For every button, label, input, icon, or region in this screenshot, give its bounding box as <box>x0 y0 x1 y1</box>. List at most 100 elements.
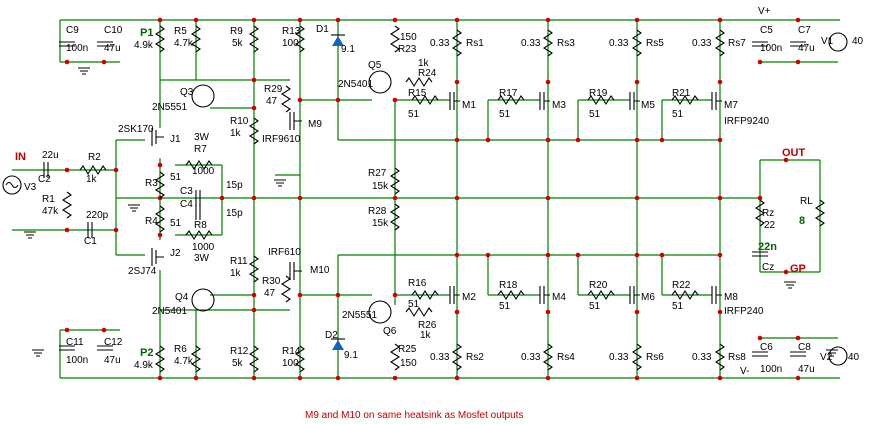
q4-type: 2N5401 <box>152 306 187 317</box>
r14-value: 100 <box>282 358 299 369</box>
v-plus-label: V+ <box>758 6 771 17</box>
d2-value: 9.1 <box>344 350 358 361</box>
q5-label: Q5 <box>368 60 382 71</box>
r23-value: 150 <box>400 32 417 43</box>
r18-value: 51 <box>499 301 511 312</box>
c6-label: C6 <box>760 342 773 353</box>
r13-label: R13 <box>282 26 301 37</box>
q3-label: Q3 <box>180 87 194 98</box>
r25-label: R25 <box>398 344 417 355</box>
r18-label: R18 <box>499 280 518 291</box>
r24-value: 1k <box>418 58 430 69</box>
r2-value: 1k <box>86 174 98 185</box>
r17-value: 51 <box>499 109 511 120</box>
rs2-label: Rs2 <box>466 352 484 363</box>
c8-value: 47u <box>798 364 815 375</box>
c9-value: 100n <box>66 43 88 54</box>
r13-value: 100 <box>282 38 299 49</box>
rails <box>59 19 840 379</box>
c8-label: C8 <box>798 342 811 353</box>
c4-value: 15p <box>226 208 243 219</box>
c3-label: C3 <box>180 186 193 197</box>
v1-label: V1 <box>821 36 834 47</box>
r16-value: 51 <box>408 299 420 310</box>
r22-value: 51 <box>672 301 684 312</box>
c1-value: 220p <box>86 210 109 221</box>
rs3-value: 0.33 <box>521 38 541 49</box>
rl-label: RL <box>800 196 813 207</box>
transistor-symbols <box>151 70 722 324</box>
q6-type: 2N5551 <box>342 310 377 321</box>
m9-label: M9 <box>308 119 322 130</box>
p2-label: P2 <box>140 347 153 359</box>
q6-label: Q6 <box>383 326 397 337</box>
r24-label: R24 <box>418 68 437 79</box>
c2-value: 22u <box>42 150 59 161</box>
r28-label: R28 <box>368 206 387 217</box>
r30-value: 47 <box>264 288 276 299</box>
rs7-label: Rs7 <box>728 38 746 49</box>
c2-label: C2 <box>38 174 51 185</box>
capacitor-symbols <box>43 41 806 357</box>
rs4-value: 0.33 <box>521 352 541 363</box>
r17-label: R17 <box>499 88 518 99</box>
r19-value: 51 <box>589 109 601 120</box>
r23-label: R23 <box>398 44 417 55</box>
rs5-label: Rs5 <box>646 38 664 49</box>
q5-type: 2N5401 <box>338 79 373 90</box>
r25-value: 150 <box>400 358 417 369</box>
r6-label: R6 <box>174 344 187 355</box>
r20-value: 51 <box>589 301 601 312</box>
r12-value: 5k <box>232 358 244 369</box>
c12-label: C12 <box>104 337 123 348</box>
r6-value: 4.7k <box>174 356 194 367</box>
resistor-symbols <box>61 25 826 373</box>
m2-label: M2 <box>462 292 476 303</box>
q4-label: Q4 <box>175 292 189 303</box>
diode-symbols <box>331 34 345 350</box>
c7-label: C7 <box>798 25 811 36</box>
rs7-value: 0.33 <box>692 38 712 49</box>
output-label: OUT <box>782 147 806 159</box>
r12-label: R12 <box>230 346 249 357</box>
rs1-label: Rs1 <box>466 38 484 49</box>
p2-value: 4.9k <box>134 360 154 371</box>
c6-value: 100n <box>760 364 782 375</box>
r8-value: 1000 <box>192 242 215 253</box>
c5-value: 100n <box>760 43 782 54</box>
r3-label: R3 <box>145 178 158 189</box>
r27-label: R27 <box>368 168 387 179</box>
r22-label: R22 <box>672 280 691 291</box>
r9-value: 5k <box>232 38 244 49</box>
labels: IN OUT V+ V- GP P1 4.9k P2 4.9k M9 and M… <box>15 6 864 421</box>
r19-label: R19 <box>589 88 608 99</box>
r26-label: R26 <box>418 320 437 331</box>
r27-value: 15k <box>372 181 389 192</box>
c11-value: 100n <box>66 355 88 366</box>
r14-label: R14 <box>282 346 301 357</box>
c5-label: C5 <box>760 25 773 36</box>
r3-value: 51 <box>170 172 182 183</box>
rl-value: 8 <box>799 215 805 227</box>
m7-type: IRFP9240 <box>724 116 769 127</box>
rs8-value: 0.33 <box>692 352 712 363</box>
c7-value: 47u <box>798 43 815 54</box>
r21-label: R21 <box>672 88 691 99</box>
v2-value: 40 <box>848 352 860 363</box>
cz-value: 22n <box>758 241 777 253</box>
c9-label: C9 <box>66 25 79 36</box>
v-minus-label: V- <box>740 366 749 377</box>
d1-label: D1 <box>316 24 329 35</box>
r29-label: R29 <box>264 84 283 95</box>
r15-label: R15 <box>408 88 427 99</box>
j2-label: J2 <box>170 248 181 259</box>
q3-type: 2N5551 <box>152 102 187 113</box>
p1-value: 4.9k <box>134 40 154 51</box>
rz-value: 22 <box>764 220 776 231</box>
r5-label: R5 <box>174 26 187 37</box>
r20-label: R20 <box>589 280 608 291</box>
r1-value: 47k <box>42 206 59 217</box>
m6-label: M6 <box>641 292 655 303</box>
rs1-value: 0.33 <box>430 38 450 49</box>
m9-type: IRF9610 <box>262 134 301 145</box>
